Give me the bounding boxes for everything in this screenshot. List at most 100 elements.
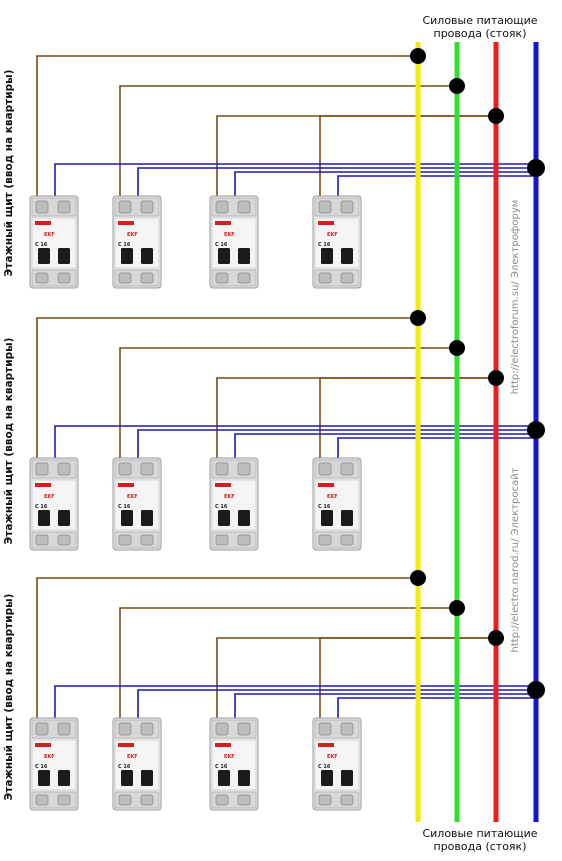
junction-f2-phase-c bbox=[488, 370, 504, 386]
terminal-screw-icon bbox=[140, 534, 154, 546]
junction-f3-neutral bbox=[527, 681, 545, 699]
terminal-screw-icon bbox=[318, 534, 332, 546]
breaker-f1-3: EKF C 16 bbox=[209, 195, 259, 289]
terminal-screw-icon bbox=[57, 200, 71, 214]
terminal-screw-icon bbox=[118, 794, 132, 806]
terminal-screw-icon bbox=[118, 462, 132, 476]
breaker-brand: EKF bbox=[44, 232, 55, 238]
phase-tap-f2-b2 bbox=[119, 347, 457, 466]
brand-mark-icon bbox=[35, 221, 51, 225]
neutral-tap-f2-b2 bbox=[137, 429, 536, 466]
breaker-brand: EKF bbox=[127, 754, 138, 760]
breaker-rating: C 16 bbox=[318, 504, 331, 510]
junction-f1-phase-c bbox=[488, 108, 504, 124]
neutral-tap-f1-b2 bbox=[137, 167, 536, 204]
phase-tap-f1-b1 bbox=[36, 55, 418, 204]
watermark-electrosite: http://electro.narod.ru/ Электросайт bbox=[510, 467, 521, 653]
riser-caption-bottom: Силовые питающие провода (стояк) bbox=[400, 827, 560, 853]
breaker-rating: C 16 bbox=[118, 504, 131, 510]
breaker-brand: EKF bbox=[224, 494, 235, 500]
phase-tap-f3-b2 bbox=[119, 607, 457, 726]
junction-f2-phase-b bbox=[449, 340, 465, 356]
terminal-screw-icon bbox=[237, 462, 251, 476]
neutral-tap-f3-b2 bbox=[137, 689, 536, 726]
floor-panel-label-3: Этажный щит (ввод на квартиры) bbox=[3, 593, 15, 801]
breaker-rating: C 16 bbox=[318, 242, 331, 248]
phase-tap-f3-b3 bbox=[216, 637, 496, 726]
terminal-screw-icon bbox=[237, 722, 251, 736]
breaker-rating: C 16 bbox=[215, 242, 228, 248]
breaker-rating: C 16 bbox=[35, 764, 48, 770]
breaker-rating: C 16 bbox=[215, 764, 228, 770]
floor-panel-label-2: Этажный щит (ввод на квартиры) bbox=[3, 337, 15, 545]
neutral-tap-f1-b4 bbox=[337, 175, 536, 204]
breaker-f1-4: EKF C 16 bbox=[312, 195, 362, 289]
terminal-screw-icon bbox=[140, 722, 154, 736]
riser-caption-top-line2: провода (стояк) bbox=[433, 27, 527, 40]
breaker-brand: EKF bbox=[327, 232, 338, 238]
terminal-screw-icon bbox=[35, 534, 49, 546]
junction-f3-phase-c bbox=[488, 630, 504, 646]
phase-tap-f3-b1 bbox=[36, 577, 418, 726]
toggle-lever-icon bbox=[58, 770, 70, 786]
terminal-screw-icon bbox=[118, 534, 132, 546]
floor-panel-label-1: Этажный щит (ввод на квартиры) bbox=[3, 69, 15, 277]
toggle-lever-icon bbox=[238, 248, 250, 264]
toggle-lever-icon bbox=[321, 770, 333, 786]
terminal-screw-icon bbox=[140, 200, 154, 214]
terminal-screw-icon bbox=[57, 272, 71, 284]
junction-points bbox=[410, 48, 545, 699]
toggle-lever-icon bbox=[341, 248, 353, 264]
breaker-rating: C 16 bbox=[35, 504, 48, 510]
brand-mark-icon bbox=[215, 221, 231, 225]
neutral-tap-f3-b1 bbox=[54, 685, 536, 726]
terminal-screw-icon bbox=[35, 794, 49, 806]
brand-mark-icon bbox=[118, 221, 134, 225]
junction-f1-phase-a bbox=[410, 48, 426, 64]
riser-caption-bottom-line2: провода (стояк) bbox=[433, 840, 527, 853]
breaker-f3-3: EKF C 16 bbox=[209, 717, 259, 811]
brand-mark-icon bbox=[318, 483, 334, 487]
circuit-breakers: EKF C 16 EKF C 16 EKF C 16 EKF C 16 EKF C 16 EKF C … bbox=[29, 195, 362, 811]
breaker-rating: C 16 bbox=[318, 764, 331, 770]
riser-caption-bottom-line1: Силовые питающие bbox=[422, 827, 538, 840]
toggle-lever-icon bbox=[321, 248, 333, 264]
breaker-brand: EKF bbox=[44, 494, 55, 500]
phase-tap-f1-b4 bbox=[319, 115, 496, 204]
terminal-screw-icon bbox=[57, 534, 71, 546]
terminal-screw-icon bbox=[118, 722, 132, 736]
breaker-brand: EKF bbox=[44, 754, 55, 760]
watermark-electroforum: http://electroforum.su/ Электрофорум bbox=[510, 199, 521, 395]
junction-f1-neutral bbox=[527, 159, 545, 177]
phase-tap-f2-b1 bbox=[36, 317, 418, 466]
terminal-screw-icon bbox=[318, 462, 332, 476]
terminal-screw-icon bbox=[318, 794, 332, 806]
tap-wires bbox=[36, 55, 536, 726]
phase-tap-f3-b4 bbox=[319, 637, 496, 726]
neutral-tap-f2-b3 bbox=[234, 433, 536, 466]
terminal-screw-icon bbox=[318, 272, 332, 284]
junction-f2-neutral bbox=[527, 421, 545, 439]
terminal-screw-icon bbox=[118, 200, 132, 214]
terminal-screw-icon bbox=[140, 272, 154, 284]
terminal-screw-icon bbox=[57, 462, 71, 476]
phase-tap-f1-b2 bbox=[119, 85, 457, 204]
breaker-f3-1: EKF C 16 bbox=[29, 717, 79, 811]
terminal-screw-icon bbox=[215, 534, 229, 546]
toggle-lever-icon bbox=[38, 248, 50, 264]
terminal-screw-icon bbox=[140, 462, 154, 476]
phase-tap-f1-b3 bbox=[216, 115, 496, 204]
breaker-brand: EKF bbox=[224, 232, 235, 238]
toggle-lever-icon bbox=[218, 248, 230, 264]
brand-mark-icon bbox=[118, 483, 134, 487]
breaker-brand: EKF bbox=[224, 754, 235, 760]
brand-mark-icon bbox=[318, 743, 334, 747]
riser-caption-top-line1: Силовые питающие bbox=[422, 14, 538, 27]
breaker-rating: C 16 bbox=[118, 242, 131, 248]
breaker-f2-1: EKF C 16 bbox=[29, 457, 79, 551]
breaker-brand: EKF bbox=[327, 494, 338, 500]
